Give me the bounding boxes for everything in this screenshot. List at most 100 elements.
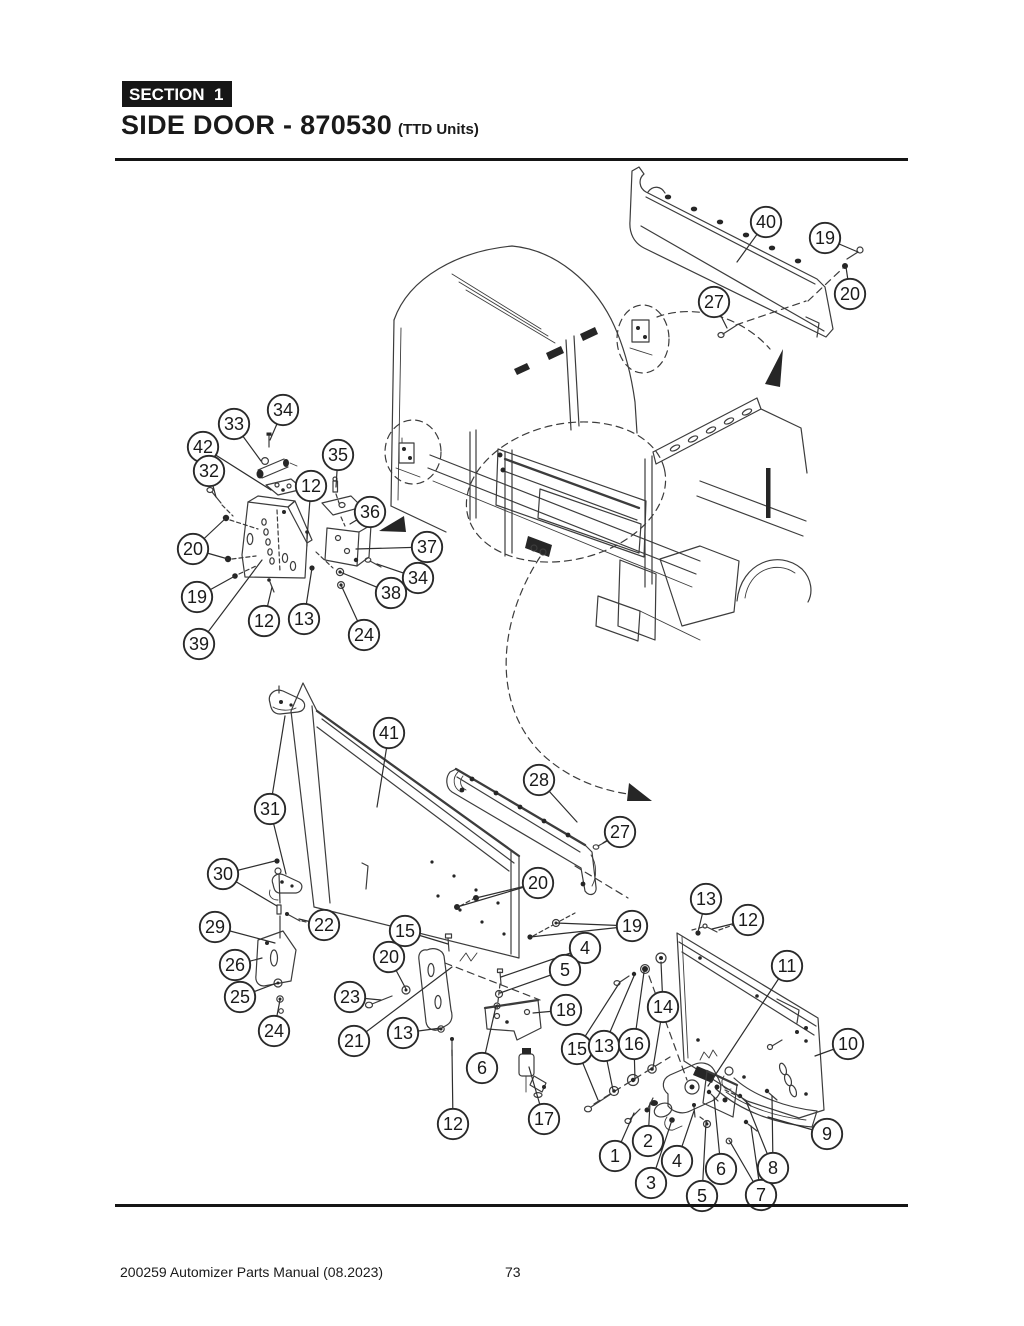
callout-label: 10 (838, 1034, 858, 1054)
filler-rail-40 (629, 166, 864, 339)
callout-label: 29 (205, 917, 225, 937)
callout-11: 11 (770, 949, 804, 983)
callout-24: 24 (257, 1014, 291, 1048)
callout-label: 34 (273, 400, 293, 420)
callout-label: 24 (264, 1021, 284, 1041)
callout-label: 42 (193, 437, 213, 457)
callout-14: 14 (646, 990, 680, 1024)
latch-barrel-33 (256, 457, 298, 479)
callout-7: 7 (744, 1178, 778, 1212)
callout-13: 13 (386, 1016, 420, 1050)
callout-label: 4 (580, 938, 590, 958)
screw-15a (444, 933, 453, 952)
callout-label: 5 (697, 1186, 707, 1206)
callout-42: 42 (186, 430, 220, 464)
callout-label: 17 (534, 1109, 554, 1129)
callout-12: 12 (294, 469, 328, 503)
callout-label: 41 (379, 723, 399, 743)
callout-label: 6 (716, 1159, 726, 1179)
callout-1: 1 (598, 1139, 632, 1173)
callout-4: 4 (660, 1144, 694, 1178)
page-subtitle: (TTD Units) (398, 121, 479, 138)
stop-bracket-cluster (364, 933, 547, 1098)
callout-label: 13 (696, 889, 716, 909)
callout-13: 13 (689, 882, 723, 916)
callout-27: 27 (603, 815, 637, 849)
callout-19: 19 (615, 909, 649, 943)
detail-ellipse-door (465, 421, 667, 563)
callout-label: 9 (822, 1124, 832, 1144)
callout-17: 17 (527, 1102, 561, 1136)
footer-rule (115, 1204, 908, 1207)
screw-32 (206, 486, 234, 517)
callout-label: 11 (778, 956, 797, 976)
callout-33: 33 (217, 407, 251, 441)
callout-24: 24 (347, 618, 381, 652)
callout-label: 20 (183, 539, 203, 559)
screw-23 (364, 995, 393, 1009)
callout-label: 30 (213, 864, 233, 884)
hinge-leaf-lower (269, 873, 303, 901)
callout-31: 31 (253, 792, 287, 826)
page-number: 73 (505, 1264, 521, 1280)
callout-label: 19 (622, 916, 642, 936)
truck-body-sketch (379, 245, 812, 801)
callout-label: 18 (556, 1000, 576, 1020)
screw-inside-door (766, 1026, 808, 1051)
callout-label: 14 (653, 997, 673, 1017)
detail-circle-left (384, 419, 442, 485)
callout-label: 25 (230, 987, 250, 1007)
callout-20: 20 (176, 532, 210, 566)
page-title: SIDE DOOR - 870530 (121, 110, 393, 140)
callout-15: 15 (388, 914, 422, 948)
screw-34a (266, 432, 272, 448)
callout-34: 34 (401, 561, 435, 595)
screw-27-top (717, 324, 738, 339)
callout-3: 3 (634, 1166, 668, 1200)
callout-label: 28 (529, 770, 549, 790)
callout-label: 16 (624, 1034, 644, 1054)
callout-16: 16 (617, 1027, 651, 1061)
callout-4: 4 (568, 931, 602, 965)
callout-12: 12 (731, 903, 765, 937)
callout-19: 19 (808, 221, 842, 255)
callout-15: 15 (560, 1032, 594, 1066)
callout-5: 5 (685, 1179, 719, 1213)
latch-assembly (583, 952, 778, 1145)
callout-20: 20 (372, 940, 406, 974)
callout-label: 20 (840, 284, 860, 304)
callout-label: 4 (672, 1151, 682, 1171)
callout-label: 21 (344, 1031, 364, 1051)
callout-23: 23 (333, 980, 367, 1014)
callout-label: 22 (314, 915, 334, 935)
callout-label: 39 (189, 634, 209, 654)
screw-4 (496, 968, 504, 985)
valve-17 (518, 1048, 547, 1098)
callout-label: 6 (477, 1058, 487, 1078)
screw-15b (583, 1093, 612, 1113)
callout-20: 20 (833, 277, 867, 311)
header-rule (115, 158, 908, 161)
callout-6: 6 (465, 1051, 499, 1085)
callout-label: 5 (560, 960, 570, 980)
callout-25: 25 (223, 980, 257, 1014)
callout-label: 7 (756, 1185, 766, 1205)
callout-label: 15 (395, 921, 415, 941)
screw-34b (364, 557, 382, 568)
callout-label: 37 (417, 537, 437, 557)
detail-arrowhead (627, 783, 652, 801)
callout-32: 32 (192, 454, 226, 488)
callout-40: 40 (749, 205, 783, 239)
callout-39: 39 (182, 627, 216, 661)
callout-29: 29 (198, 910, 232, 944)
callout-label: 27 (610, 822, 630, 842)
arrow-to-bracket (379, 516, 406, 532)
callout-12: 12 (436, 1107, 470, 1141)
side-door-panel-10 (676, 920, 825, 1128)
callout-label: 1 (610, 1146, 620, 1166)
retainer-rail-28 (444, 767, 629, 1001)
callout-36: 36 (353, 495, 387, 529)
